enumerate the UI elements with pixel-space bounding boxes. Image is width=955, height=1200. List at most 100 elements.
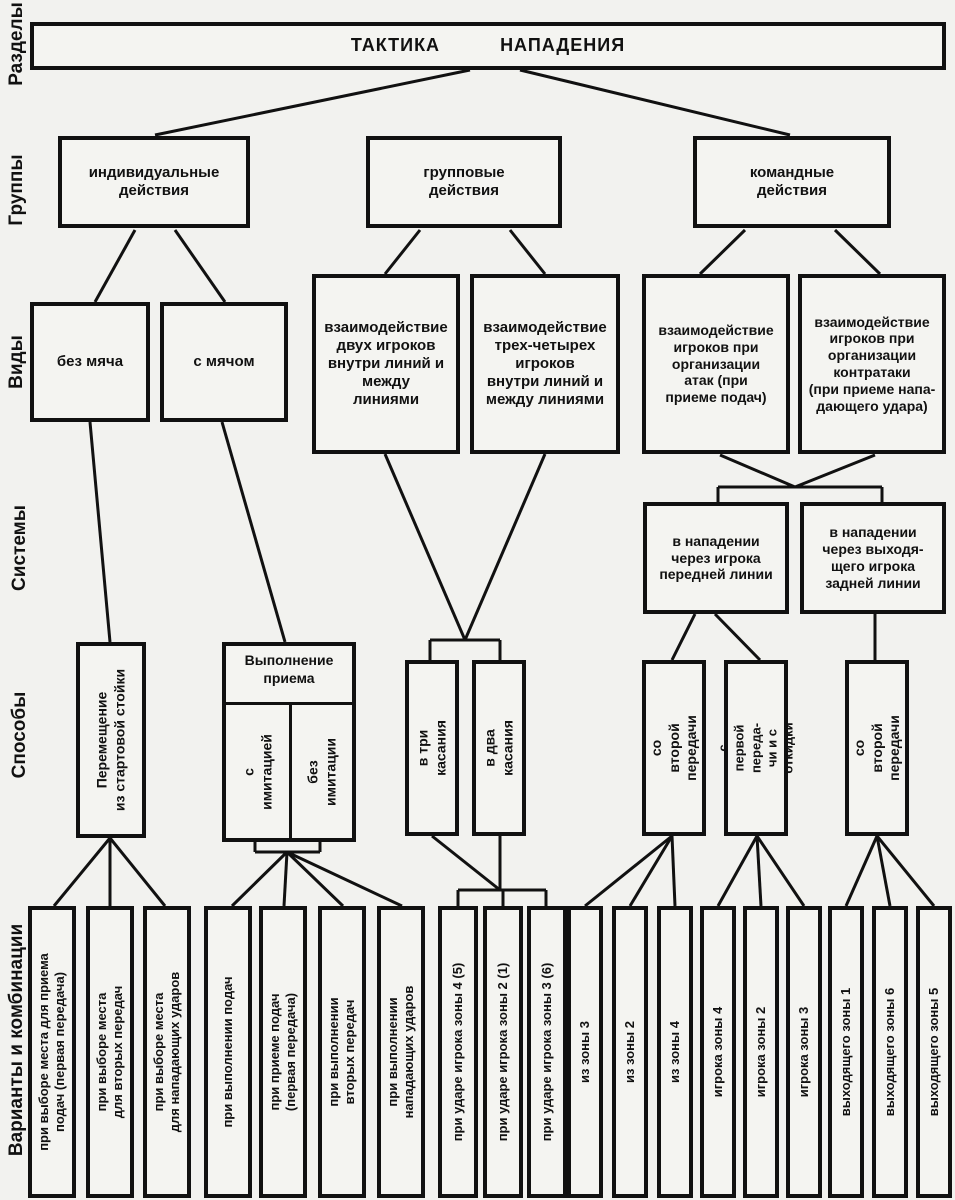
- root-title-word2: НАПАДЕНИЯ: [500, 35, 626, 56]
- variant-box-7: при выполнении нападающих ударов: [377, 906, 425, 1198]
- variant-box-1: при выборе места для приема подач (перва…: [28, 906, 76, 1198]
- variant-label: из зоны 2: [621, 1021, 637, 1083]
- connector-line: [285, 850, 345, 908]
- connector-line: [713, 612, 762, 662]
- variant-box-13: из зоны 4: [657, 906, 693, 1198]
- variant-box-10: при ударе игрока зоны 3 (6): [527, 906, 567, 1198]
- method-three-touches: в три касания: [405, 660, 459, 836]
- connector-line: [286, 850, 403, 908]
- connector-line: [173, 229, 227, 303]
- connector-line: [154, 68, 471, 137]
- connector-line: [844, 835, 879, 907]
- variant-box-12: из зоны 2: [612, 906, 648, 1198]
- system-back-line: в нападении через выходя- щего игрока за…: [800, 502, 946, 614]
- variant-box-14: игрока зоны 4: [700, 906, 736, 1198]
- connector-line: [698, 228, 747, 276]
- kind-three-four: взаимодействие трех-четырех игроков внут…: [470, 274, 620, 454]
- variant-label: при выборе места для вторых передач: [93, 985, 125, 1119]
- connector-line: [719, 453, 796, 489]
- variant-label: игрока зоны 4: [709, 1006, 725, 1098]
- connector-line: [628, 835, 674, 907]
- connector-line: [670, 835, 677, 907]
- connector-line: [383, 453, 467, 641]
- variant-label: при ударе игрока зоны 3 (6): [538, 962, 554, 1142]
- connector-line: [230, 850, 289, 908]
- variant-box-16: игрока зоны 3: [786, 906, 822, 1198]
- row-label-gruppy: Группы: [6, 154, 27, 226]
- connector-line: [716, 835, 759, 907]
- kind-no-ball: без мяча: [30, 302, 150, 422]
- variant-label: игрока зоны 2: [752, 1006, 768, 1098]
- kind-with-ball: с мячом: [160, 302, 288, 422]
- system-front-line: в нападении через игрока передней линии: [643, 502, 789, 614]
- connector-line: [220, 421, 287, 643]
- connector-line: [584, 834, 673, 908]
- variant-label: при выборе места для нападающих ударов: [150, 971, 182, 1133]
- variant-box-6: при выполнении вторых передач: [318, 906, 366, 1198]
- variant-label: выходящего зоны 5: [925, 987, 941, 1117]
- method-execution-title: Выполнение приема: [244, 652, 334, 686]
- variant-label: при выполнении нападающих ударов: [384, 985, 416, 1119]
- variant-box-19: выходящего зоны 5: [916, 906, 952, 1198]
- variant-box-8: при ударе игрока зоны 4 (5): [438, 906, 478, 1198]
- row-label-vidy: Виды: [6, 335, 27, 389]
- connector-line: [93, 229, 137, 303]
- connector-line: [670, 613, 697, 661]
- method-movement: Перемещение из стартовой стойки: [76, 642, 146, 838]
- variant-label: игрока зоны 3: [795, 1006, 811, 1098]
- connector-line: [794, 453, 876, 489]
- row-label-sposoby: Способы: [9, 691, 30, 779]
- connector-line: [833, 228, 882, 276]
- connector-line: [431, 834, 501, 892]
- method-execution: Выполнение приема с имитацией без имитац…: [222, 642, 356, 842]
- variant-box-17: выходящего зоны 1: [828, 906, 864, 1198]
- variant-box-18: выходящего зоны 6: [872, 906, 908, 1198]
- root-box: ТАКТИКА НАПАДЕНИЯ: [30, 22, 946, 70]
- variant-box-2: при выборе места для вторых передач: [86, 906, 134, 1198]
- connector-line: [463, 453, 547, 641]
- connector-line: [755, 835, 806, 907]
- row-label-razdely: Разделы: [6, 2, 27, 86]
- connector-line: [519, 68, 791, 137]
- variant-box-9: при ударе игрока зоны 2 (1): [483, 906, 523, 1198]
- method-without-imitation: без имитации: [304, 737, 339, 806]
- variant-label: при выполнении подач: [219, 976, 235, 1128]
- variant-label: при выборе места для приема подач (перва…: [35, 953, 67, 1151]
- method-second-pass-back: со второй передачи: [845, 660, 909, 836]
- variant-box-11: из зоны 3: [567, 906, 603, 1198]
- kind-two-players: взаимодействие двух игроков внутри линий…: [312, 274, 460, 454]
- method-second-pass-front: со второй передачи: [642, 660, 706, 836]
- variant-label: из зоны 4: [666, 1021, 682, 1083]
- variant-label: из зоны 3: [576, 1021, 592, 1083]
- variant-box-5: при приеме подач (первая передача): [259, 906, 307, 1198]
- connector-line: [52, 837, 112, 907]
- connector-line: [508, 229, 547, 275]
- method-first-pass-rebound: с первой переда- чи и с откидки: [715, 660, 795, 836]
- variant-label: выходящего зоны 1: [837, 987, 853, 1117]
- group-group: групповые действия: [366, 136, 562, 228]
- connector-line: [875, 835, 936, 907]
- variant-box-4: при выполнении подач: [204, 906, 252, 1198]
- variant-label: выходящего зоны 6: [881, 987, 897, 1117]
- group-individual: индивидуальные действия: [58, 136, 250, 228]
- root-title-word1: ТАКТИКА: [350, 35, 441, 56]
- variant-label: при ударе игрока зоны 2 (1): [494, 962, 510, 1142]
- connector-line: [383, 229, 422, 275]
- method-with-imitation: с имитацией: [240, 733, 274, 810]
- method-two-touches: в два касания: [472, 660, 526, 836]
- row-label-varianty: Варианты и комбинации: [6, 923, 27, 1157]
- connector-line: [875, 835, 892, 907]
- connector-line: [108, 837, 167, 907]
- connector-line: [282, 851, 289, 907]
- variant-label: при выполнении вторых передач: [325, 997, 357, 1107]
- connector-line: [88, 421, 112, 643]
- variant-label: при ударе игрока зоны 4 (5): [449, 962, 465, 1142]
- kind-counter-org: взаимодействие игроков при организации к…: [798, 274, 946, 454]
- connector-line: [755, 835, 763, 907]
- variant-box-3: при выборе места для нападающих ударов: [143, 906, 191, 1198]
- variant-box-15: игрока зоны 2: [743, 906, 779, 1198]
- variant-label: при приеме подач (первая передача): [266, 992, 298, 1112]
- kind-attack-org: взаимодействие игроков при организации а…: [642, 274, 790, 454]
